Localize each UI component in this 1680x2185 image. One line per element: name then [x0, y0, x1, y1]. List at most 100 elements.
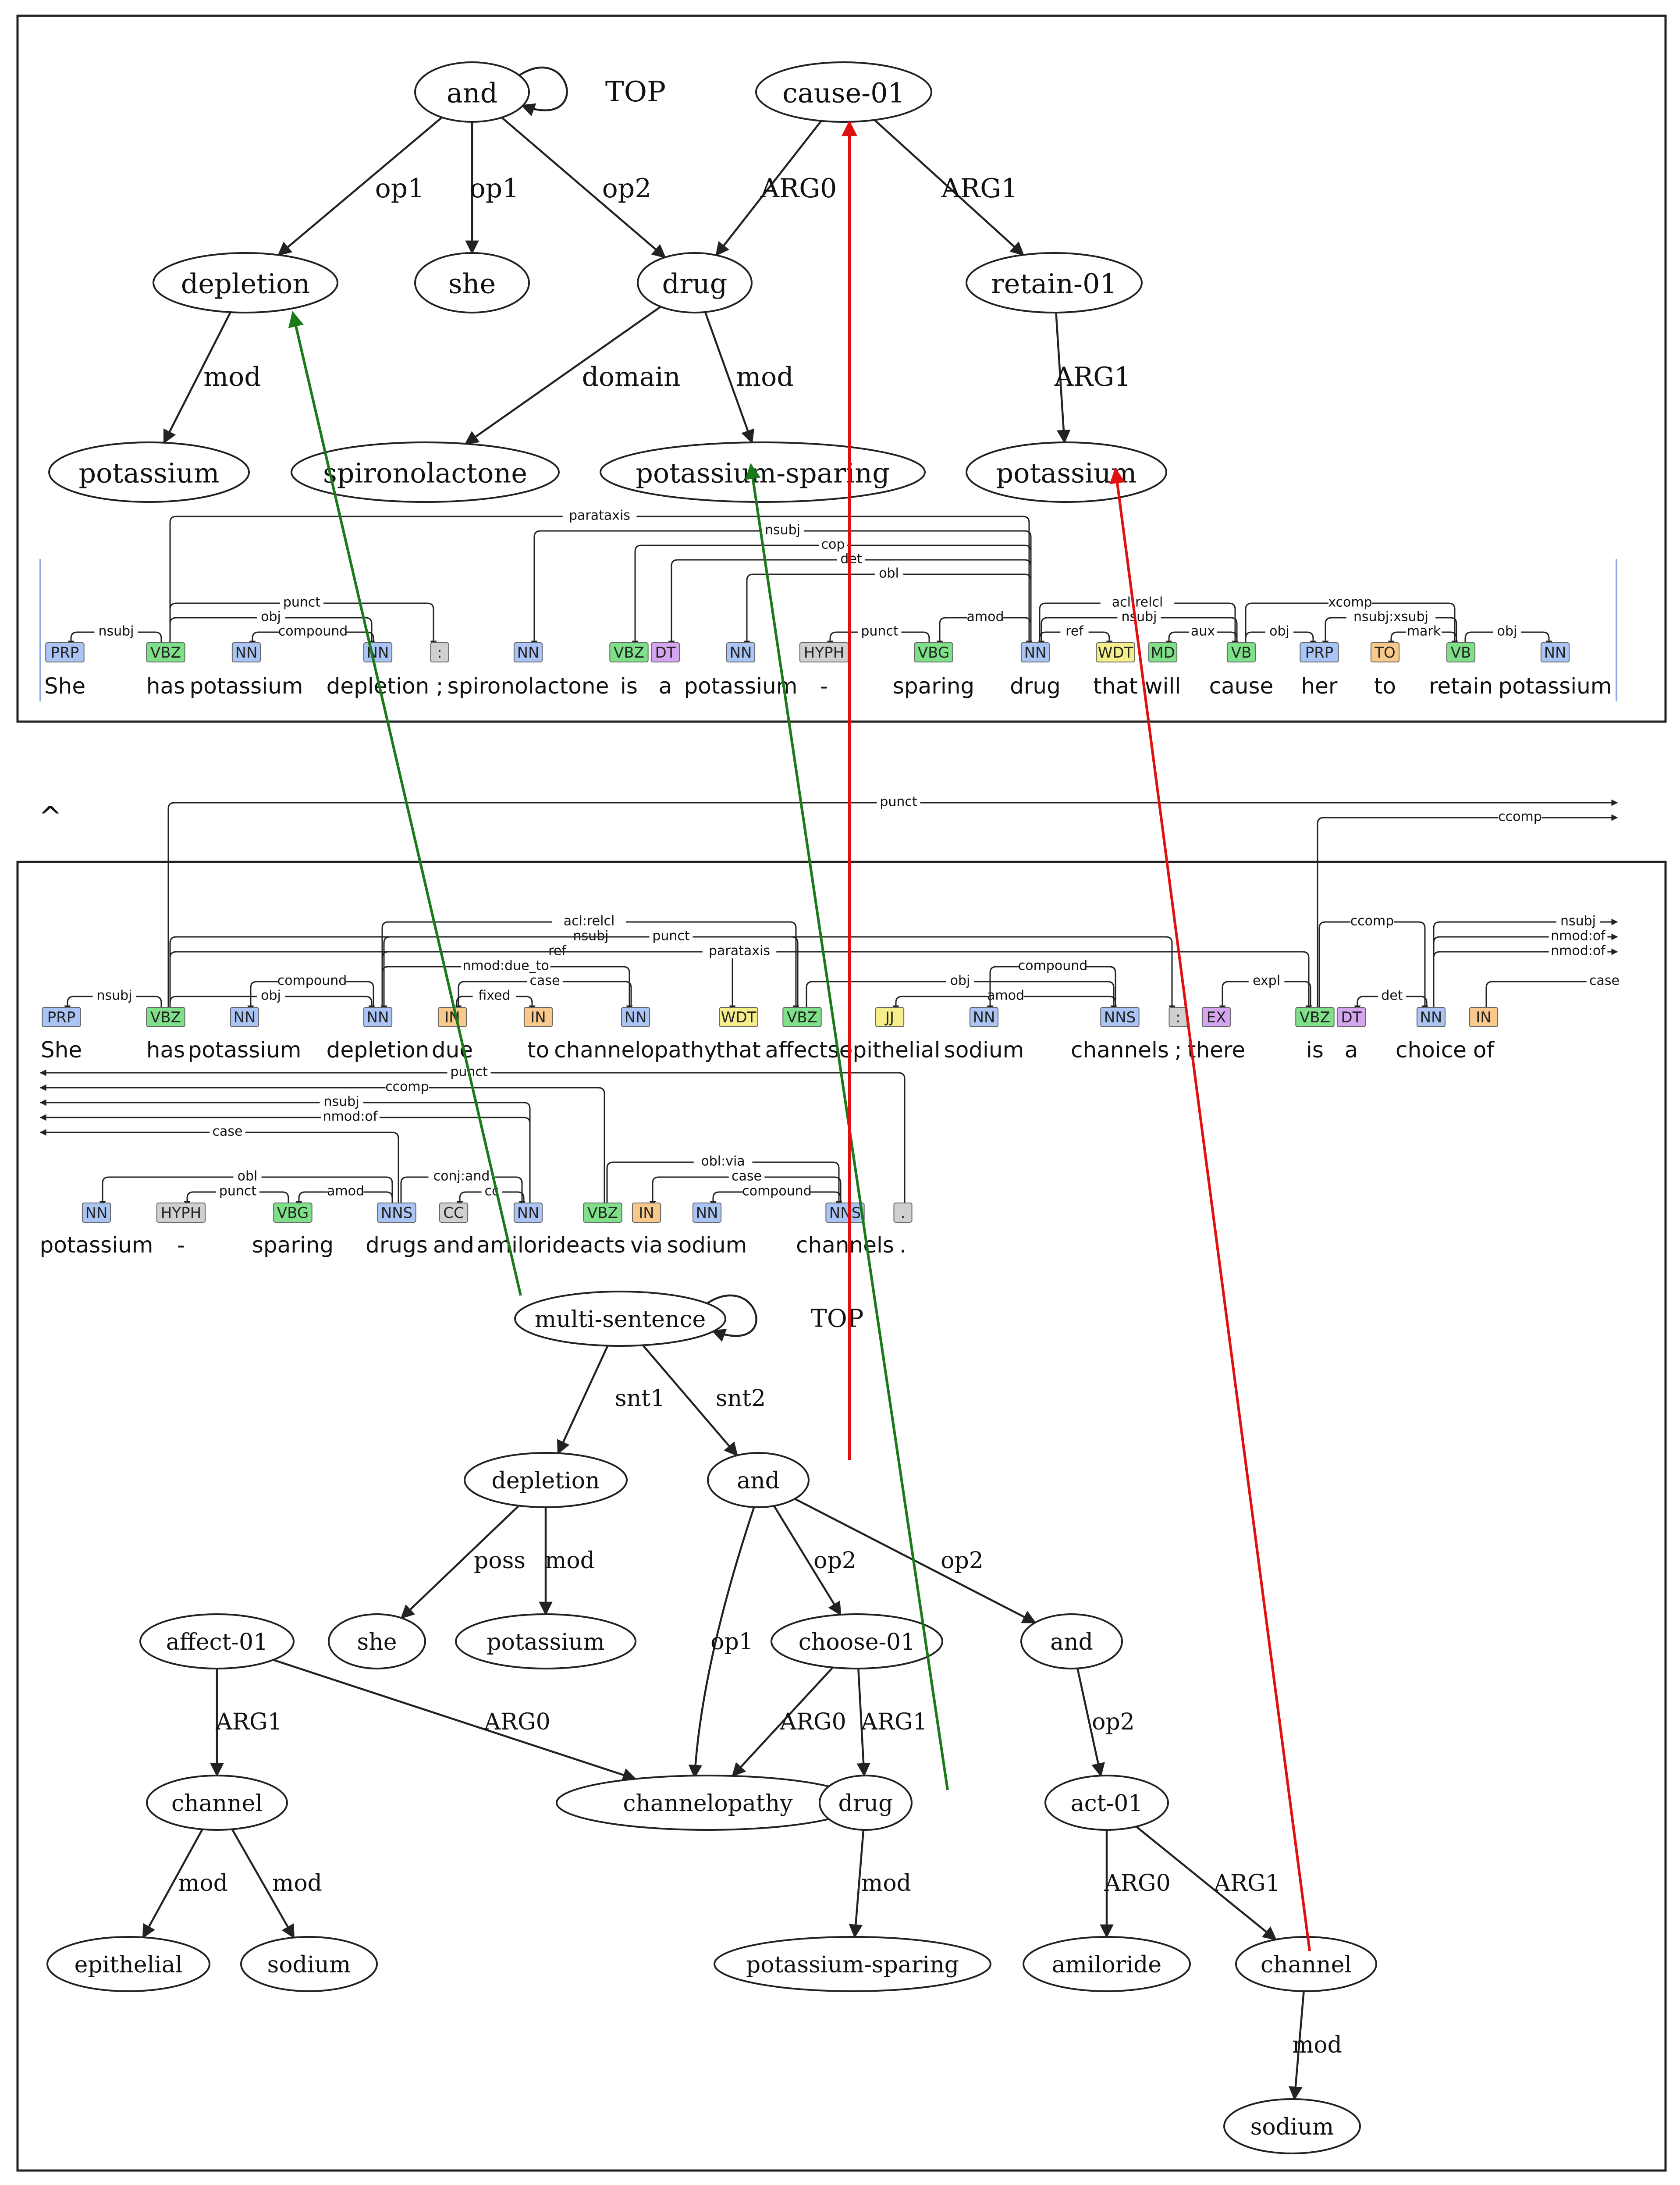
amr-edge-arg1 [856, 1668, 870, 1777]
dep-word: - [820, 673, 828, 699]
pos-tag: VB [1451, 644, 1471, 662]
pos-tag: DT [1341, 1009, 1362, 1026]
dep-arc-label: ccomp [385, 1079, 429, 1095]
dep-arc-label: nsubj [323, 1094, 359, 1110]
dep-arc-label-bg [987, 989, 1024, 1003]
amr-node-label: and [447, 77, 498, 109]
dep-arc-label: nsubj [573, 929, 608, 944]
dep-token: :; [430, 642, 449, 699]
amr-node-label: depletion [491, 1468, 600, 1494]
dep-word: to [1374, 673, 1396, 699]
dep-word: ; [1175, 1037, 1182, 1063]
dep-arc-label-bg [1060, 624, 1089, 639]
amr-node-potassium2: potassium [966, 441, 1167, 503]
amr-node-ellipse [514, 1291, 726, 1347]
pos-tag-box [1295, 1007, 1335, 1027]
amr-node-drug: drug [819, 1775, 913, 1831]
pos-tag-box [439, 1203, 469, 1223]
amr-edge-label: ARG1 [941, 173, 1018, 204]
pos-tag-box [82, 1203, 111, 1223]
pos-tag-box [156, 1203, 206, 1223]
pos-tag-box [377, 1203, 416, 1223]
dep-arc-label: mark [1407, 624, 1441, 639]
pos-tag-box [146, 1007, 185, 1027]
dep-arc-label-bg [1117, 610, 1161, 624]
dep-arc-outgoing [167, 799, 1618, 1011]
dep-word: has [146, 1037, 185, 1063]
dep-arc-label-bg [321, 1110, 380, 1124]
dep-arc-label-bg [1498, 810, 1542, 824]
dep-arc-label: compound [277, 973, 347, 989]
dep-arc-incoming [39, 1114, 531, 1207]
amr-node-label: potassium [78, 457, 219, 489]
pos-tag-box [914, 642, 953, 662]
amr-node-cause: cause-01 [755, 61, 932, 123]
amr-node-ellipse [600, 441, 926, 503]
dep-arc-label: cop [821, 537, 845, 552]
amr-node-channelopathy: channelopathy [556, 1775, 860, 1831]
dep-word: - [177, 1232, 185, 1258]
dep-arc-label-bg [385, 1080, 429, 1094]
dep-arc-label: punct [652, 929, 690, 944]
amr-node-ellipse [48, 441, 250, 503]
pos-tag: NN [517, 1204, 540, 1222]
dep-arc-label-bg [874, 566, 903, 581]
dep-word: drug [1010, 673, 1061, 699]
dep-word: and [433, 1232, 474, 1258]
pos-tag: HYPH [161, 1204, 201, 1222]
amr-node-ellipse [139, 1613, 295, 1669]
dep-arc-label-bg [743, 1184, 810, 1199]
amr-node-label: she [448, 268, 496, 300]
pos-tag: VBZ [587, 1204, 618, 1222]
dep-arc-label: nsubj [1560, 914, 1596, 929]
dep-arc-label-bg [1248, 974, 1285, 988]
dep-arc-label: nsubj [1121, 609, 1157, 625]
amr-node-ellipse [1023, 1936, 1191, 1992]
amr-edge-label: op2 [941, 1548, 984, 1574]
dep-token: .. [893, 1203, 913, 1258]
amr-node-choose: choose-01 [771, 1613, 943, 1669]
dep-word: ; [436, 673, 444, 699]
dep-arc-label: obl [879, 566, 899, 581]
dep-arc-label-bg [92, 989, 136, 1003]
amr-edge-label: snt2 [716, 1385, 766, 1412]
dep-arc-label-bg [327, 1184, 364, 1199]
amr-edge-label: op1 [470, 173, 519, 204]
amr-node-ellipse [771, 1613, 943, 1669]
pos-tag: MD [1151, 644, 1175, 662]
dep-arc-label-bg [1549, 944, 1608, 958]
dep-arc-label: obj [1269, 624, 1289, 639]
dep-arc-label: punct [283, 595, 321, 610]
dep-arc-label-bg [1019, 959, 1086, 973]
amr-edge-label: mod [545, 1548, 595, 1574]
amr-edge-label: op2 [813, 1548, 856, 1574]
pos-tag-box [583, 1203, 622, 1223]
pos-tag: VBZ [150, 1009, 181, 1026]
pos-tag: NN [1420, 1009, 1442, 1026]
pos-tag-box [1370, 642, 1400, 662]
dep-arc-label-bg [649, 929, 693, 943]
dep-arc-label: ccomp [1498, 809, 1542, 825]
pos-tag-box [632, 1203, 661, 1223]
dep-arc-label: nmod:due_to [462, 958, 549, 974]
top-label: TOP [605, 76, 666, 108]
pos-tag: NN [730, 644, 752, 662]
dep-word: affects [765, 1037, 839, 1063]
dep-arc-label: det [1381, 988, 1403, 1004]
pos-tag: NN [234, 1009, 256, 1026]
pos-tag-box [1100, 1007, 1140, 1027]
